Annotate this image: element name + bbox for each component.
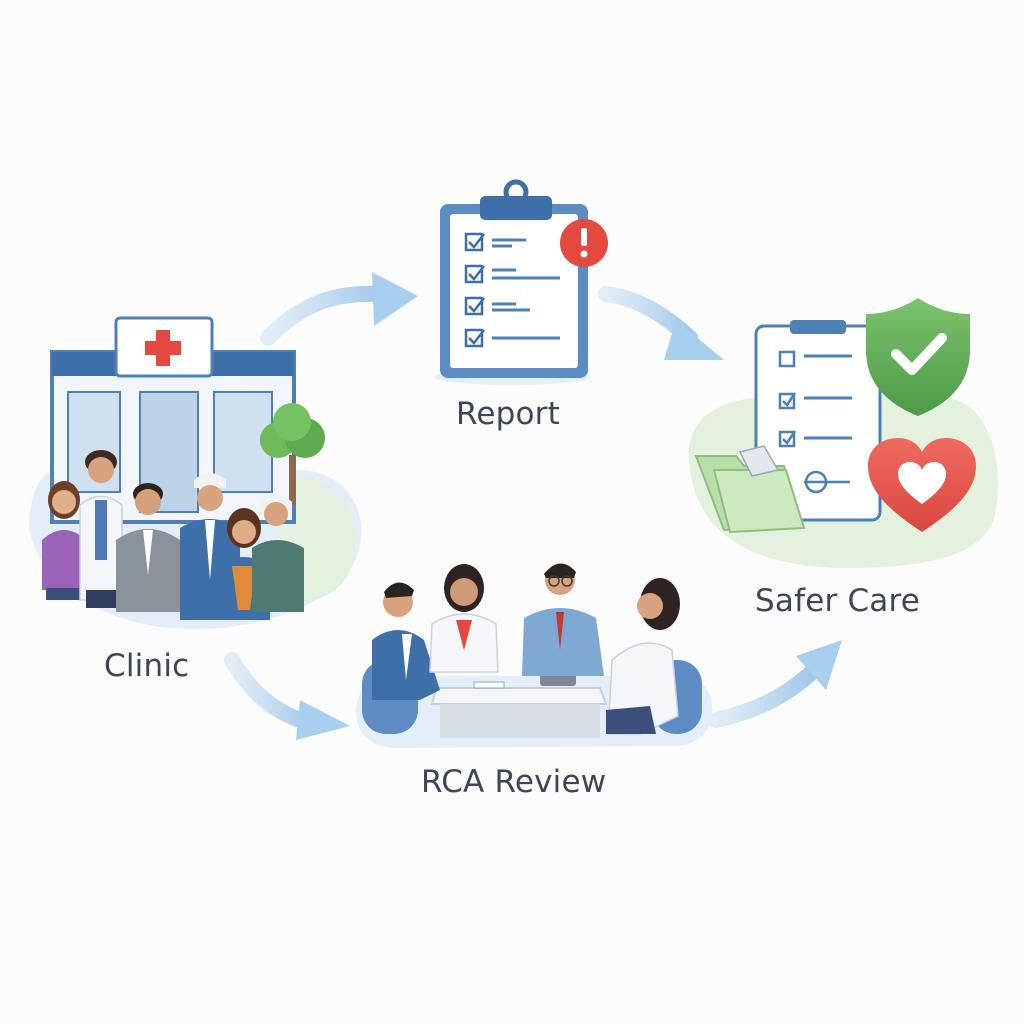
stage-label-rca-review: RCA Review — [421, 764, 607, 800]
checklist — [464, 232, 560, 348]
tree-icon — [260, 403, 325, 505]
stage-label-safer-care: Safer Care — [755, 583, 921, 619]
arrow-report-to-safer-care — [598, 286, 724, 360]
shield-check-icon — [866, 298, 970, 416]
checkbox-icon — [464, 232, 485, 252]
checkbox-icon — [464, 328, 485, 348]
stage-label-report: Report — [456, 396, 560, 432]
checkbox-icon — [464, 264, 485, 284]
clinic-illustration — [28, 316, 362, 629]
folder-icon — [694, 445, 806, 534]
arrow-icon — [296, 700, 350, 740]
clipboard-icon — [440, 179, 588, 378]
meeting-table-icon — [430, 658, 608, 738]
heart-icon — [868, 438, 976, 532]
report-illustration — [434, 179, 608, 385]
arrow-clinic-to-rca-review — [224, 652, 350, 740]
alert-icon — [560, 219, 608, 267]
staff-group-icon — [42, 450, 304, 620]
arrow-icon — [372, 272, 418, 326]
stage-label-clinic: Clinic — [104, 648, 190, 684]
arrow-clinic-to-report — [260, 272, 418, 346]
arrow-rca-review-to-safer-care — [708, 640, 842, 728]
arrow-icon — [664, 320, 724, 360]
arrow-icon — [796, 640, 842, 690]
checkbox-icon — [464, 296, 485, 316]
safer-care-illustration — [688, 298, 999, 569]
rca-review-illustration — [356, 563, 712, 748]
hospital-icon — [50, 316, 296, 524]
